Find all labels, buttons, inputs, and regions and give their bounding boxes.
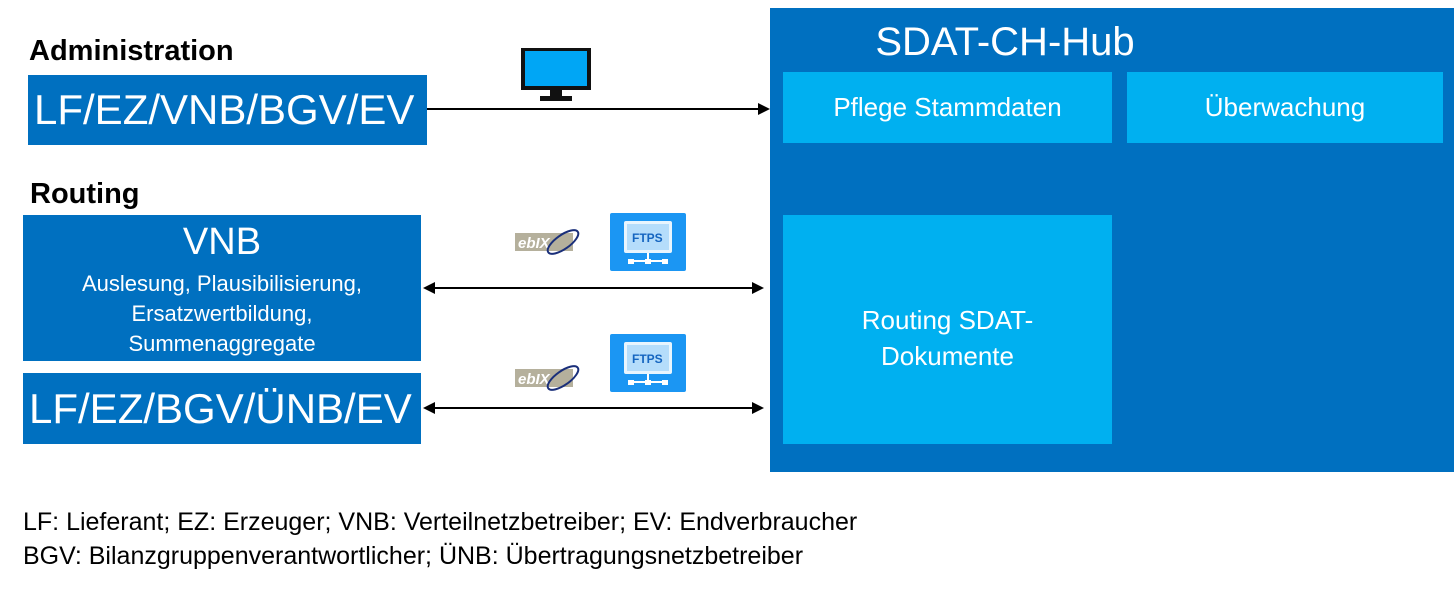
routing-participants-label: LF/EZ/BGV/ÜNB/EV <box>29 384 412 432</box>
administration-heading: Administration <box>29 35 234 67</box>
legend-line: BGV: Bilanzgruppenverantwortlicher; ÜNB:… <box>23 542 804 570</box>
routing-doc-line: Dokumente <box>881 340 1014 371</box>
admin-to-hub-arrow <box>427 99 772 119</box>
ftps-logo: FTPS <box>610 213 686 271</box>
routing-heading: Routing <box>30 178 140 210</box>
vnb-desc-line: Ersatzwertbildung, <box>131 301 313 326</box>
routing-sdat-dokumente-box: Routing SDAT- Dokumente <box>783 215 1112 444</box>
svg-text:FTPS: FTPS <box>632 352 663 366</box>
ftps-logo: FTPS <box>610 334 686 392</box>
vnb-box: VNB Auslesung, Plausibilisierung, Ersatz… <box>23 215 421 361</box>
svg-text:FTPS: FTPS <box>632 231 663 245</box>
svg-text:ebIX: ebIX <box>518 235 551 252</box>
sdat-ch-hub: SDAT-CH-Hub Pflege Stammdaten Überwachun… <box>770 8 1454 472</box>
routing-doc-line: Routing SDAT- <box>861 304 1034 335</box>
vnb-desc-line: Summenaggregate <box>128 331 316 356</box>
eblx-logo: ebIX <box>515 228 583 256</box>
routing-participants-box: LF/EZ/BGV/ÜNB/EV <box>23 373 421 444</box>
eblx-logo: ebIX <box>515 364 583 392</box>
admin-participants-label: LF/EZ/VNB/BGV/EV <box>34 86 415 133</box>
vnb-desc-line: Auslesung, Plausibilisierung, <box>81 271 363 296</box>
legend-line: LF: Lieferant; EZ: Erzeuger; VNB: Vertei… <box>23 508 858 536</box>
admin-participants-box: LF/EZ/VNB/BGV/EV <box>28 75 427 145</box>
pflege-stammdaten-label: Pflege Stammdaten <box>833 92 1062 122</box>
vnb-description: Auslesung, Plausibilisierung, Ersatzwert… <box>23 269 421 359</box>
pflege-stammdaten-box: Pflege Stammdaten <box>783 72 1112 143</box>
ueberwachung-box: Überwachung <box>1127 72 1443 143</box>
svg-text:ebIX: ebIX <box>518 371 551 388</box>
vnb-hub-double-arrow <box>421 278 766 298</box>
participants-hub-double-arrow <box>421 398 766 418</box>
monitor-icon <box>520 47 592 103</box>
vnb-title: VNB <box>182 221 262 263</box>
hub-title: SDAT-CH-Hub <box>875 20 1135 64</box>
ueberwachung-label: Überwachung <box>1204 92 1366 122</box>
